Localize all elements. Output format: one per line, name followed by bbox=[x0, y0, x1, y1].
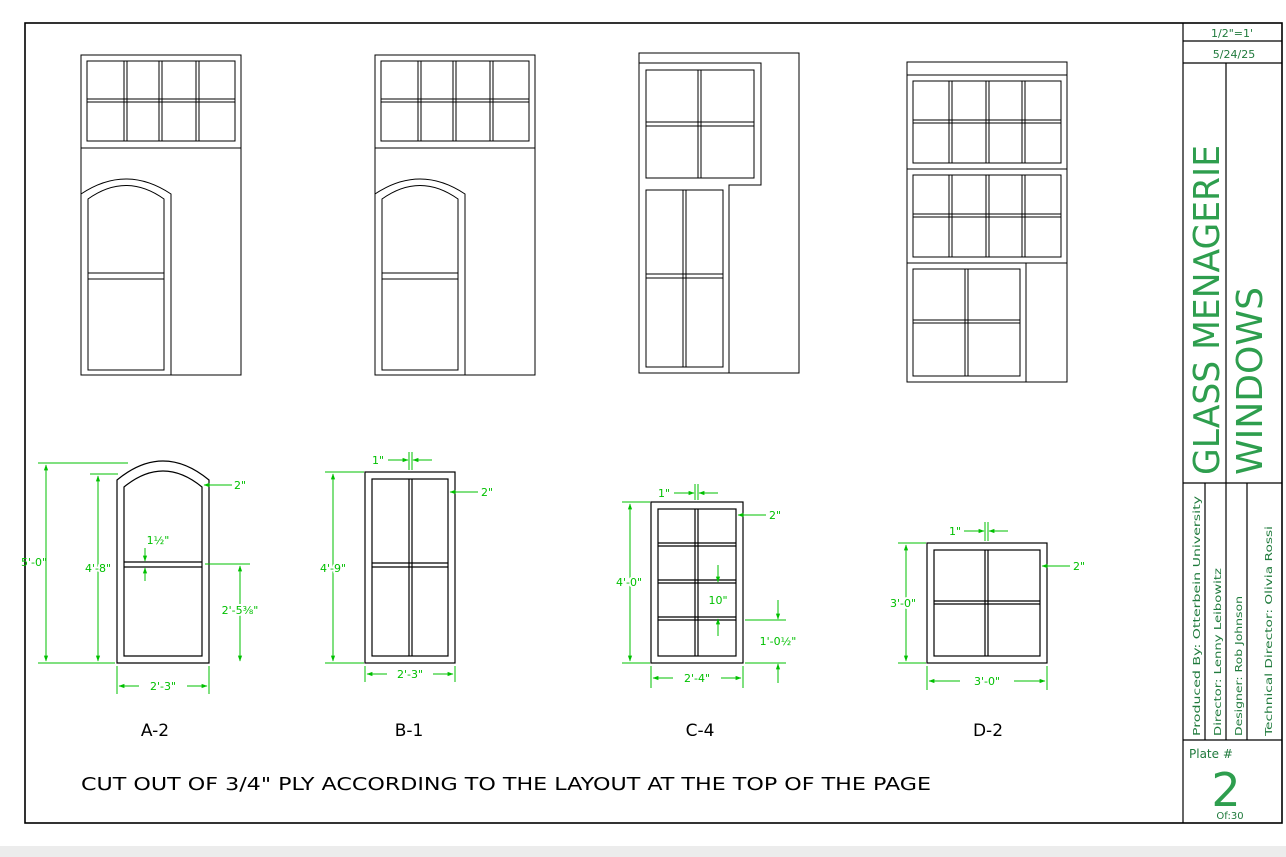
dim-a2-height-side: 4'-8" bbox=[85, 562, 111, 575]
dim-c4-height: 4'-0" bbox=[616, 576, 642, 589]
dim-c4-mullion: 1" bbox=[658, 487, 670, 500]
dim-a2-mullion: 1½" bbox=[147, 534, 170, 547]
dim-d2-height: 3'-0" bbox=[890, 597, 916, 610]
dim-d2-width: 3'-0" bbox=[974, 675, 1000, 688]
layout-d2 bbox=[906, 61, 1068, 383]
dim-text-b1: 1" 2" 4'-9" 2'-3" bbox=[318, 454, 493, 681]
label-b1: B-1 bbox=[395, 721, 424, 741]
credit-designer: Designer: Rob Johnson bbox=[1234, 596, 1245, 736]
dim-c4-pane: 10" bbox=[708, 594, 727, 607]
title-line2: WINDOWS bbox=[1230, 287, 1271, 475]
detail-d2 bbox=[926, 542, 1048, 664]
label-a2: A-2 bbox=[141, 721, 169, 741]
dim-a2-width: 2'-3" bbox=[150, 680, 176, 693]
credit-producer: Produced By: Otterbein University bbox=[1192, 496, 1203, 736]
credit-technical-director: Technical Director: Olivia Rossi bbox=[1264, 526, 1275, 737]
dim-b1-width: 2'-3" bbox=[397, 668, 423, 681]
title-block bbox=[1182, 23, 1282, 823]
detail-a2 bbox=[116, 460, 210, 664]
label-c4: C-4 bbox=[686, 721, 715, 741]
dim-b1-mullion: 1" bbox=[372, 454, 384, 467]
layout-a2 bbox=[80, 54, 242, 376]
dim-d2-mullion: 1" bbox=[949, 525, 961, 538]
detail-c4 bbox=[650, 501, 744, 664]
title-scale: 1/2"=1' bbox=[1211, 27, 1253, 40]
layout-c4 bbox=[638, 52, 800, 374]
bottom-strip bbox=[0, 846, 1286, 857]
cut-note: CUT OUT OF 3/4" PLY ACCORDING TO THE LAY… bbox=[81, 774, 931, 795]
dim-b1-height: 4'-9" bbox=[320, 562, 346, 575]
title-line1: GLASS MENAGERIE bbox=[1187, 145, 1228, 475]
dim-text-a2: 5'-0" 4'-8" 2" 1½" 2'-5⅜" 2'-3" bbox=[21, 479, 260, 693]
title-date: 5/24/25 bbox=[1213, 48, 1255, 61]
dim-text-d2: 1" 2" 3'-0" 3'-0" bbox=[888, 525, 1085, 688]
label-d2: D-2 bbox=[973, 721, 1003, 741]
detail-b1 bbox=[364, 471, 456, 664]
sheet-border bbox=[24, 22, 1283, 824]
dims-b1 bbox=[325, 452, 478, 682]
plate-number: 2 bbox=[1211, 763, 1240, 817]
dim-c4-lower: 1'-0½" bbox=[760, 635, 797, 648]
credit-director: Director: Lenny Leibowitz bbox=[1213, 568, 1224, 736]
dim-a2-frame: 2" bbox=[234, 479, 246, 492]
dims-a2 bbox=[38, 462, 250, 694]
dim-text-c4: 1" 2" 4'-0" 10" 1'-0½" 2'-4" bbox=[614, 487, 798, 685]
dim-b1-frame: 2" bbox=[481, 486, 493, 499]
plate-of: Of:30 bbox=[1216, 811, 1243, 822]
dim-a2-lower: 2'-5⅜" bbox=[222, 604, 259, 617]
dim-a2-height-total: 5'-0" bbox=[21, 556, 47, 569]
dim-c4-frame: 2" bbox=[769, 509, 781, 522]
dims-d2 bbox=[898, 522, 1070, 690]
dim-d2-frame: 2" bbox=[1073, 560, 1085, 573]
dims-c4 bbox=[622, 484, 786, 688]
layout-b1 bbox=[374, 54, 536, 376]
plate-label: Plate # bbox=[1189, 747, 1233, 761]
dim-c4-width: 2'-4" bbox=[684, 672, 710, 685]
